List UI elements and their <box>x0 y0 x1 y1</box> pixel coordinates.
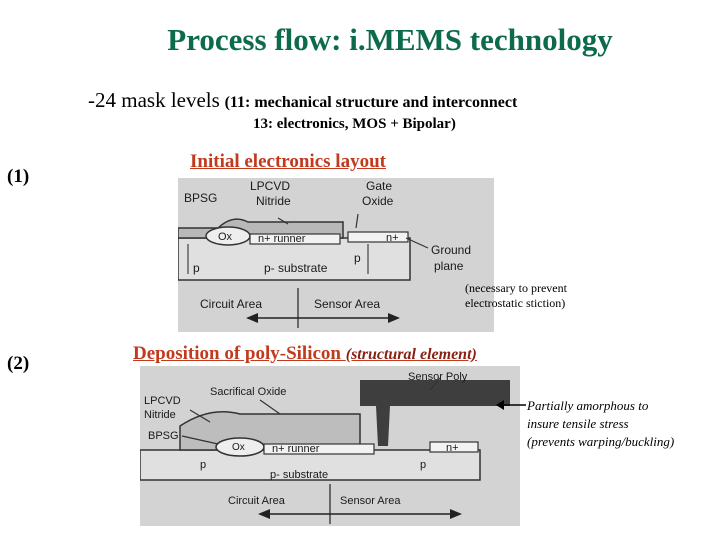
label-sacrificial-oxide: Sacrifical Oxide <box>210 386 286 398</box>
step-2-note-line-3: (prevents warping/buckling) <box>527 434 675 449</box>
mask-levels-detail: (11: mechanical structure and interconne… <box>224 94 518 111</box>
label-ox: Ox <box>232 442 245 453</box>
label-bpsg: BPSG <box>184 191 217 205</box>
label-sensor-area: Sensor Area <box>340 495 401 507</box>
label-n-plus: n+ <box>446 442 459 454</box>
step-1-heading: Initial electronics layout <box>190 151 386 172</box>
step-2-heading-line: Deposition of poly-Silicon (structural e… <box>133 343 477 365</box>
mask-levels-main: -24 mask levels <box>88 88 220 112</box>
mask-levels-line: -24 mask levels (11: mechanical structur… <box>88 88 517 113</box>
mask-levels-line2: 13: electronics, MOS + Bipolar) <box>253 116 456 132</box>
label-p-mid: p <box>420 459 426 471</box>
label-p-left: p <box>193 261 200 275</box>
figure-initial-electronics-layout: BPSG LPCVD Nitride Gate Oxide Ox n+ runn… <box>178 178 494 332</box>
step-1-note-line-2: electrostatic stiction) <box>465 296 566 310</box>
step-2-note-line-1: Partially amorphous to <box>527 398 649 413</box>
label-sensor-area: Sensor Area <box>314 297 380 311</box>
label-lpcvd: LPCVD <box>250 179 290 193</box>
label-circuit-area: Circuit Area <box>200 297 262 311</box>
label-gate: Gate <box>366 179 392 193</box>
label-sensor-poly: Sensor Poly <box>408 371 468 383</box>
label-p-left: p <box>200 459 206 471</box>
label-p-mid: p <box>354 251 361 265</box>
label-n-plus: n+ <box>386 232 399 244</box>
label-oxide: Oxide <box>362 194 394 208</box>
note-pointer-arrow <box>496 400 526 410</box>
label-circuit-area: Circuit Area <box>228 495 286 507</box>
label-bpsg: BPSG <box>148 430 179 442</box>
label-n-runner: n+ runner <box>272 443 320 455</box>
label-substrate: p- substrate <box>270 469 328 481</box>
step-2-heading: Deposition of poly-Silicon <box>133 343 341 364</box>
step-2-note-line-2: insure tensile stress <box>527 416 629 431</box>
figure-poly-silicon-deposition: Sensor Poly Sacrifical Oxide LPCVD Nitri… <box>140 366 520 526</box>
step-2-number: (2) <box>7 353 30 374</box>
label-ground: Ground <box>431 243 471 257</box>
label-nitride: Nitride <box>256 194 291 208</box>
label-nitride: Nitride <box>144 409 176 421</box>
label-substrate: p- substrate <box>264 261 328 275</box>
label-n-runner: n+ runner <box>258 233 306 245</box>
step-1-number: (1) <box>7 166 30 187</box>
label-plane: plane <box>434 259 464 273</box>
step-1-note-line-1: (necessary to prevent <box>465 281 567 295</box>
slide-title: Process flow: i.MEMS technology <box>167 22 613 57</box>
step-2-heading-note: (structural element) <box>345 346 477 363</box>
label-lpcvd: LPCVD <box>144 395 181 407</box>
label-ox: Ox <box>218 231 233 243</box>
